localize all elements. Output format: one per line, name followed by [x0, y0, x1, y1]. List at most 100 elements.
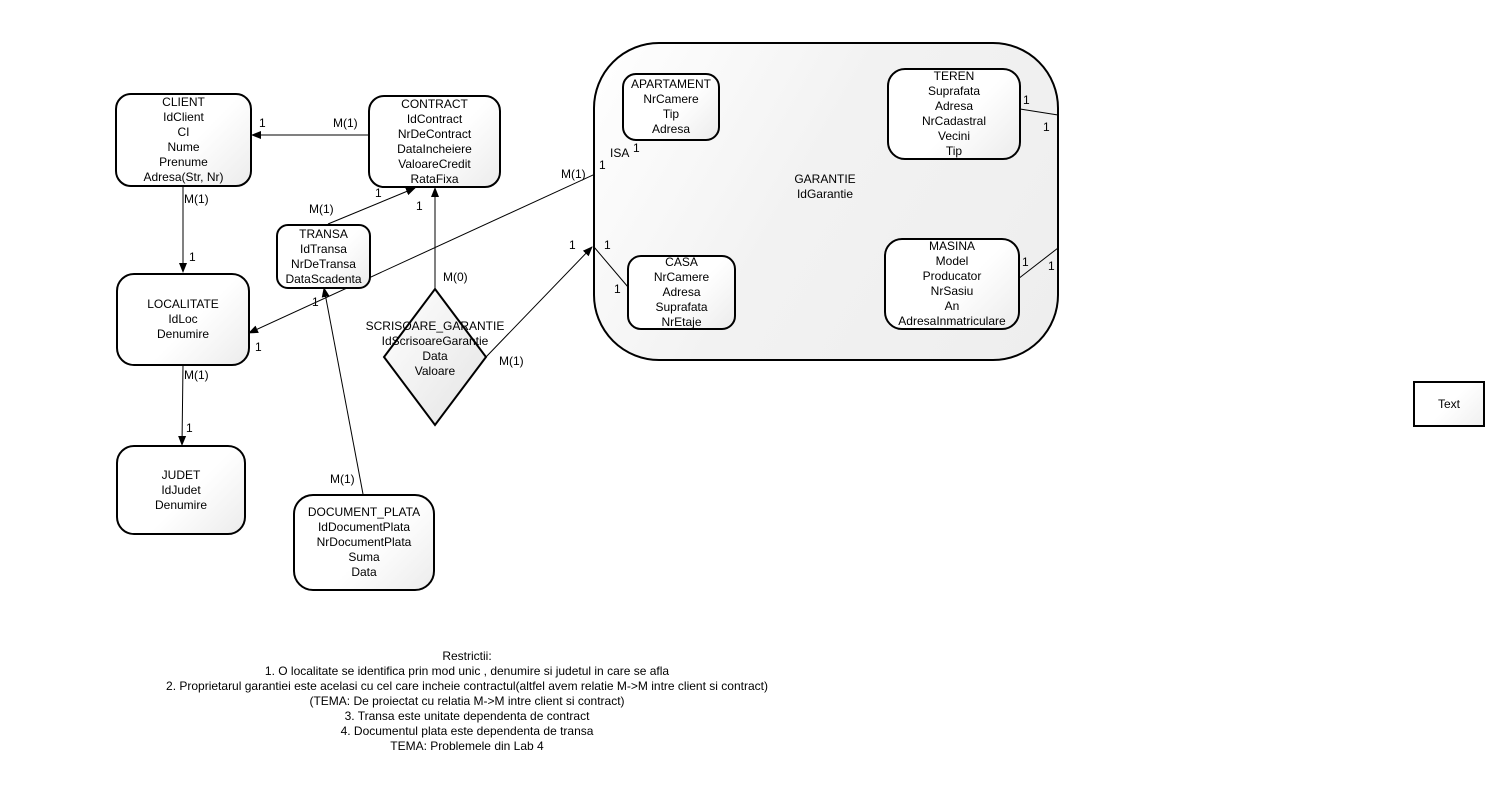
isa-link-casa: [593, 246, 629, 288]
entity-title: JUDET: [161, 467, 201, 482]
entity-attr: NrCamere: [643, 92, 699, 106]
entity-title: DOCUMENT_PLATA: [307, 505, 421, 519]
entity-attr: NrDeTransa: [291, 256, 356, 271]
cardinality-label: 1: [255, 340, 262, 354]
cardinality-label: M(1): [333, 116, 358, 130]
cardinality-label: 1: [604, 238, 611, 252]
entity-title: CASA: [665, 255, 698, 269]
cardinality-label: M(1): [184, 368, 209, 382]
cardinality-label: 1: [633, 141, 640, 155]
entity-title: CONTRACT: [401, 96, 468, 111]
notes-line: 1. O localitate se identifica prin mod u…: [264, 664, 670, 678]
entity-attr: Suprafata: [655, 300, 708, 314]
relationship-diamond[interactable]: [382, 287, 488, 427]
cardinality-label: M(0): [443, 270, 468, 284]
notes-line: 4. Documentul plata este dependenta de t…: [340, 724, 594, 738]
notes-line: (TEMA: De proiectat cu relatia M->M intr…: [309, 694, 625, 708]
entity-attr: Suprafata: [927, 84, 981, 98]
relationship-title: SCRISOARE_GARANTIE: [365, 319, 505, 333]
relationship-attr: IdScrisoareGarantie: [381, 334, 489, 348]
entity-attr: Suma: [348, 550, 380, 564]
link-docplata-transa: [321, 287, 364, 495]
link-transa-contract: [327, 187, 416, 225]
entity-attr: IdLoc: [168, 312, 198, 326]
cardinality-label: 1: [1048, 259, 1055, 273]
cardinality-label: 1: [312, 295, 319, 309]
relationship-attr: Data: [422, 349, 448, 363]
entity-title: TRANSA: [299, 226, 348, 241]
entity-attr: DataScadenta: [285, 271, 362, 286]
notes-line: 2. Proprietarul garantiei este acelasi c…: [166, 679, 768, 693]
garantie-title: GARANTIE: [794, 172, 856, 186]
entity-attr: Tip: [662, 107, 680, 121]
entity-judet[interactable]: JUDET IdJudet Denumire: [116, 445, 246, 535]
entity-attr: Data: [351, 565, 377, 579]
entity-attr: AdresaInmatriculare: [898, 314, 1006, 328]
entity-title: TEREN: [933, 69, 975, 83]
entity-title: MASINA: [928, 239, 975, 253]
entity-attr: NrEtaje: [661, 315, 702, 329]
entity-attr: NrSasiu: [930, 284, 974, 298]
entity-apartament[interactable]: APARTAMENT NrCamere Tip Adresa: [622, 73, 720, 141]
restrictions-notes: Restrictii: 1. O localitate se identific…: [100, 649, 834, 754]
entity-title: APARTAMENT: [630, 77, 711, 91]
entity-attr: Denumire: [154, 497, 208, 512]
entity-attr: IdContract: [406, 111, 463, 126]
cardinality-label: 1: [614, 282, 621, 296]
entity-client[interactable]: CLIENT IdClient CI Nume Prenume Adresa(S…: [115, 93, 252, 187]
entity-contract[interactable]: CONTRACT IdContract NrDeContract DataInc…: [368, 95, 501, 188]
entity-document-plata[interactable]: DOCUMENT_PLATA IdDocumentPlata NrDocumen…: [293, 494, 435, 591]
garantie-attr: IdGarantie: [796, 187, 854, 201]
entity-attr: DataIncheiere: [397, 141, 472, 156]
entity-attr: IdTransa: [300, 241, 347, 256]
cardinality-label: 1: [569, 238, 576, 252]
entity-casa[interactable]: CASA NrCamere Adresa Suprafata NrEtaje: [627, 255, 736, 330]
entity-attr: Adresa: [662, 285, 701, 299]
entity-attr: IdJudet: [161, 482, 201, 497]
entity-attr: RataFixa: [410, 171, 459, 186]
entity-attr: NrCamere: [653, 270, 710, 284]
isa-link-teren: [1019, 108, 1059, 116]
entity-attr: CI: [177, 125, 190, 139]
cardinality-label: M(1): [330, 472, 355, 486]
entity-attr: Adresa(Str, Nr): [143, 170, 224, 184]
cardinality-label: 1: [599, 158, 606, 172]
cardinality-label: 1: [1023, 93, 1030, 107]
entity-attr: Nume: [167, 140, 200, 154]
entity-teren[interactable]: TEREN Suprafata Adresa NrCadastral Vecin…: [887, 68, 1021, 160]
notes-line: 3. Transa este unitate dependenta de con…: [344, 709, 590, 723]
text-box-label: Text: [1437, 397, 1460, 411]
notes-line: TEMA: Problemele din Lab 4: [390, 739, 544, 753]
link-scrisoare-garantie: [485, 246, 593, 358]
isa-link-masina: [1017, 247, 1059, 280]
entity-attr: Prenume: [159, 155, 208, 169]
cardinality-label: M(1): [309, 202, 334, 216]
entity-attr: IdDocumentPlata: [317, 520, 411, 534]
cardinality-label: M(1): [561, 167, 586, 181]
entity-attr: NrDocumentPlata: [316, 535, 412, 549]
cardinality-label: 1: [259, 116, 266, 130]
notes-line: Restrictii:: [442, 649, 492, 663]
isa-label: ISA: [610, 146, 630, 160]
cardinality-label: 1: [186, 421, 193, 435]
link-localitate-judet: [178, 364, 187, 446]
cardinality-label: 1: [1043, 120, 1050, 134]
entity-title: LOCALITATE: [147, 297, 219, 311]
cardinality-label: M(1): [184, 192, 209, 206]
relationship-scrisoare-garantie: SCRISOARE_GARANTIE IdScrisoareGarantie D…: [330, 319, 540, 379]
text-box[interactable]: Text: [1413, 381, 1485, 427]
entity-attr: An: [944, 299, 960, 313]
entity-attr: Tip: [945, 144, 963, 158]
entity-transa[interactable]: TRANSA IdTransa NrDeTransa DataScadenta: [276, 224, 371, 289]
cardinality-label: 1: [189, 250, 196, 264]
entity-attr: Vecini: [937, 129, 971, 143]
entity-attr: Adresa: [651, 122, 691, 136]
entity-attr: NrDeContract: [397, 126, 472, 141]
cardinality-label: 1: [416, 199, 423, 213]
entity-attr: Producator: [922, 269, 982, 283]
entity-attr: Model: [935, 254, 969, 268]
entity-localitate[interactable]: LOCALITATE IdLoc Denumire: [116, 273, 250, 366]
entity-masina[interactable]: MASINA Model Producator NrSasiu An Adres…: [884, 238, 1020, 330]
entity-attr: NrCadastral: [921, 114, 987, 128]
